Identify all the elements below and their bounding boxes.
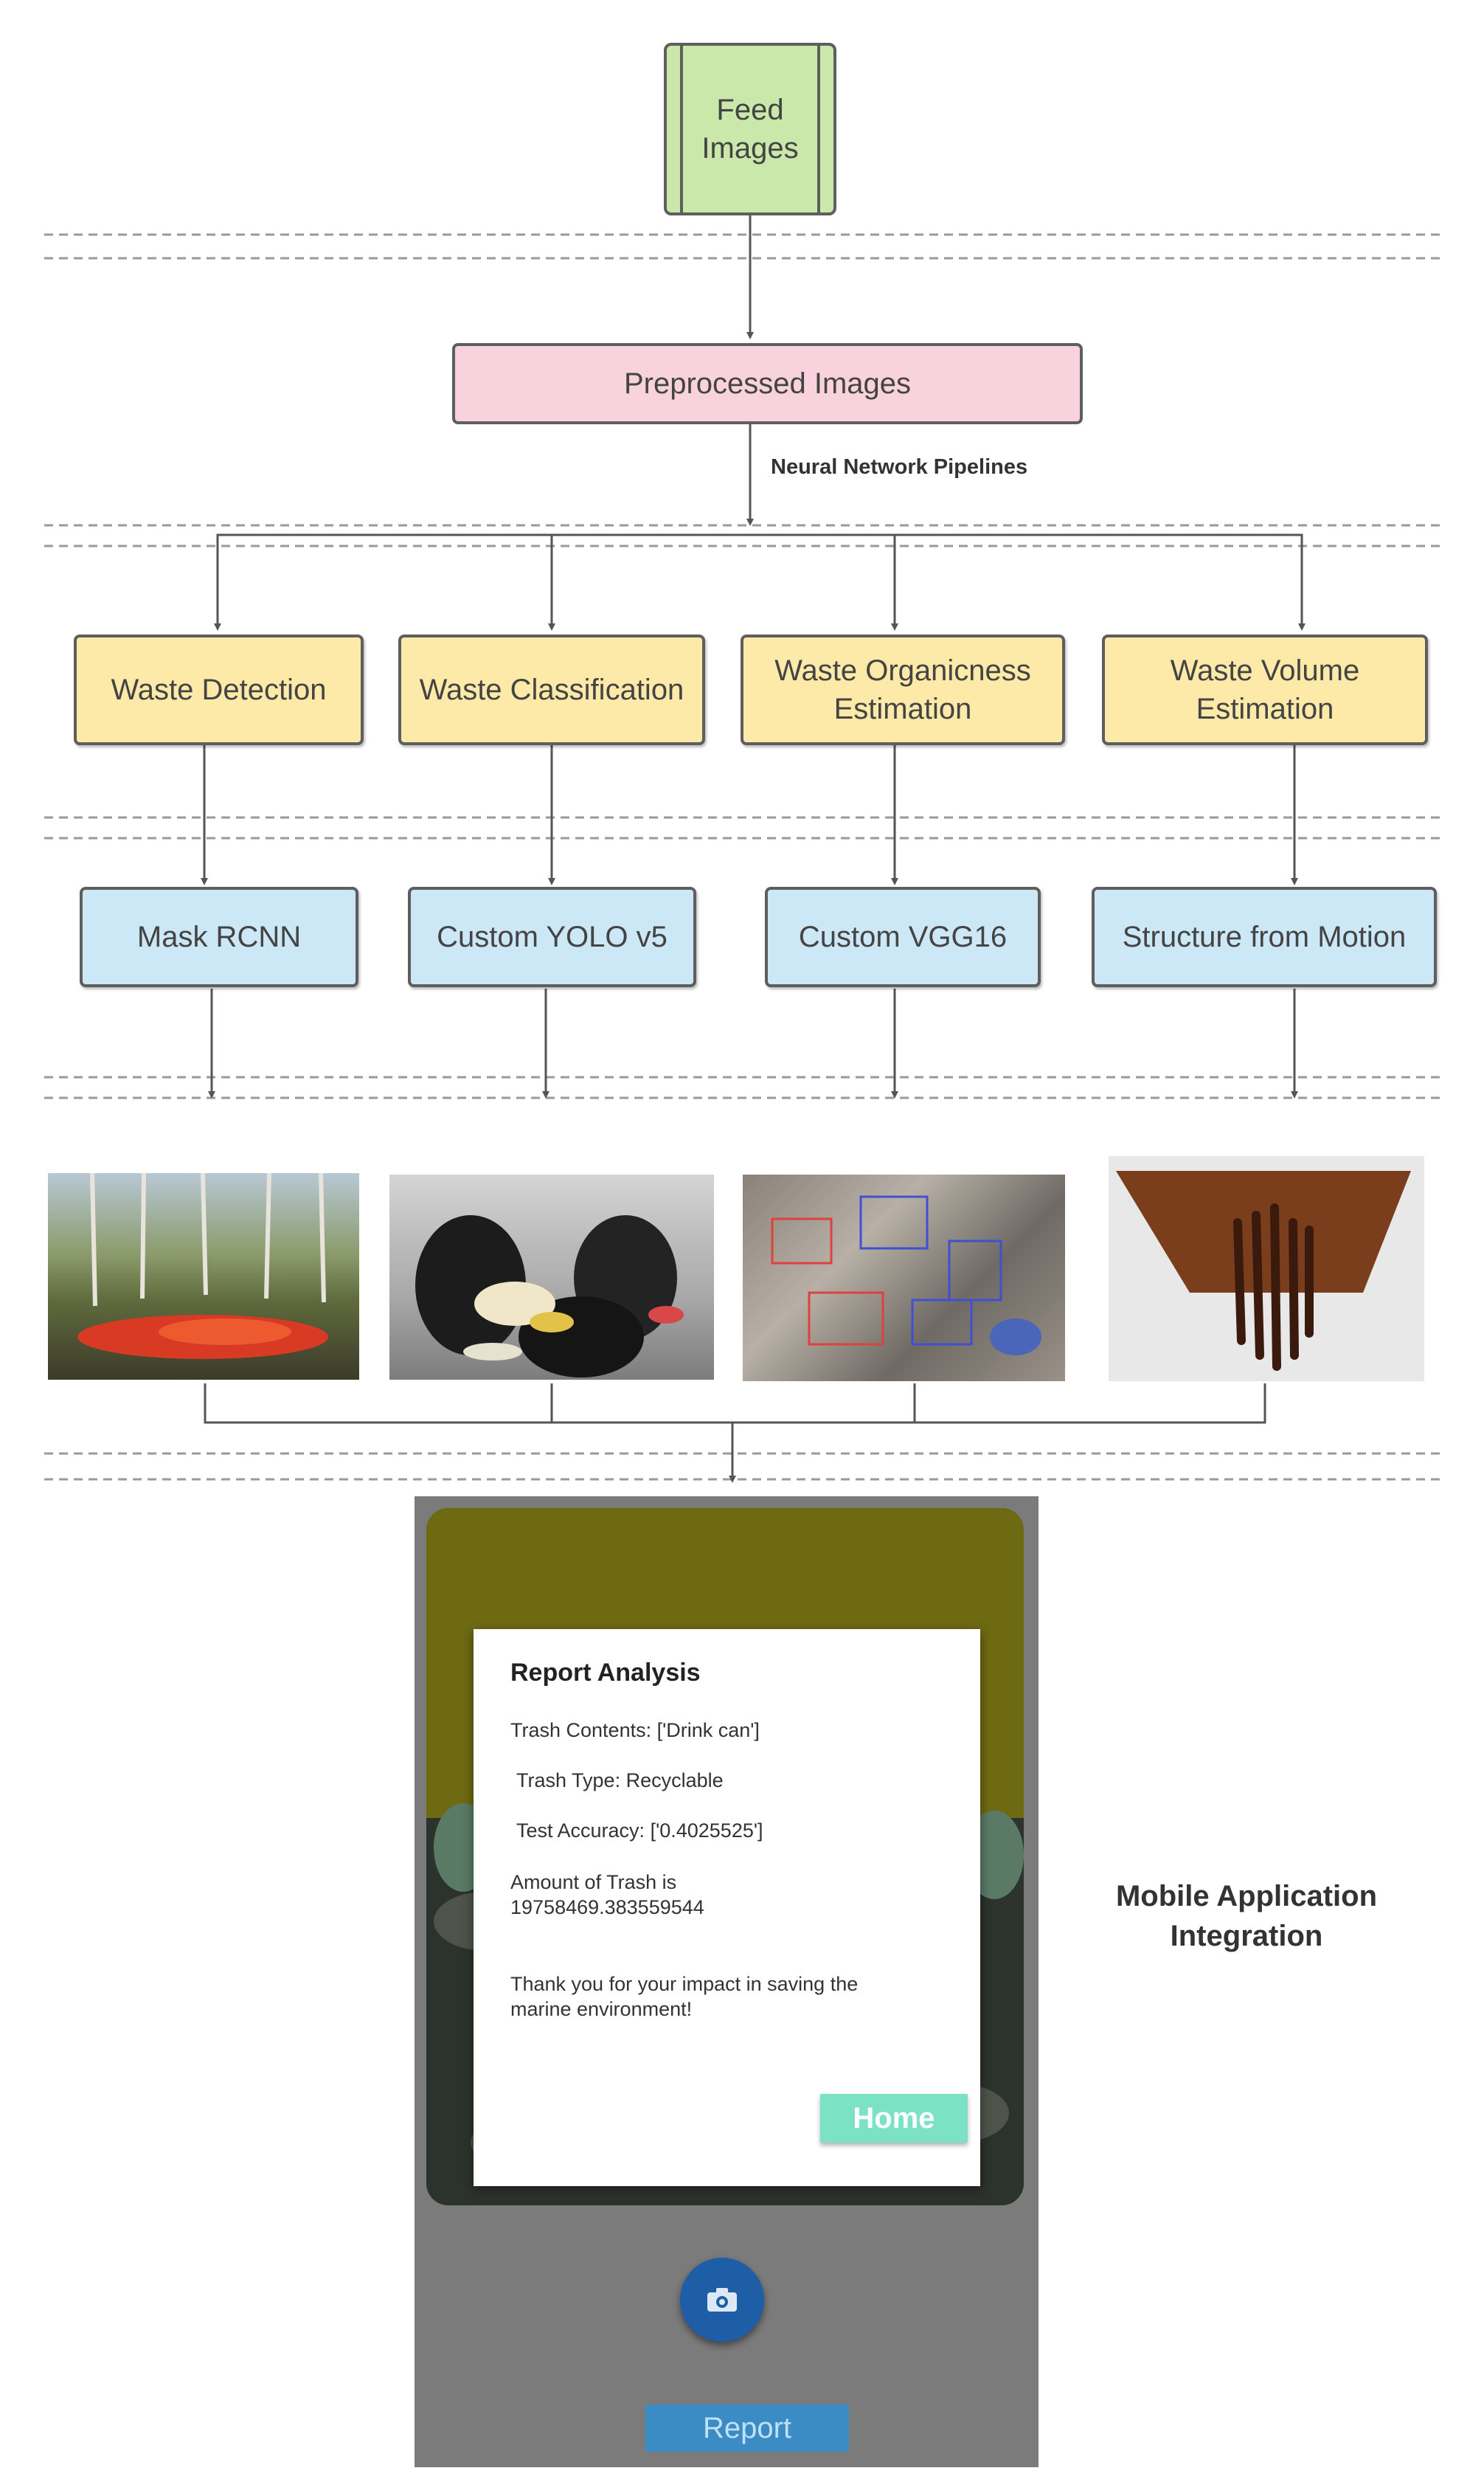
amount-value-text: 19758469.383559544 bbox=[510, 1896, 704, 1918]
output-image-volume bbox=[1109, 1156, 1424, 1381]
model-label: Custom VGG16 bbox=[798, 921, 1008, 953]
forest-scene bbox=[77, 1173, 328, 1359]
dialog-title: Report Analysis bbox=[510, 1659, 701, 1687]
preprocessed-images-node: Preprocessed Images bbox=[452, 343, 1083, 424]
model-label: Custom YOLO v5 bbox=[437, 921, 668, 953]
output-image-classification bbox=[389, 1175, 714, 1380]
node-rail-right bbox=[817, 46, 820, 212]
trash-type-text: Trash Type: Recyclable bbox=[516, 1769, 724, 1791]
trash-contents-text: Trash Contents: ['Drink can'] bbox=[510, 1719, 760, 1741]
task-waste-classification: Waste Classification bbox=[398, 635, 705, 745]
task-label: Waste Detection bbox=[111, 674, 327, 706]
model-custom-yolo: Custom YOLO v5 bbox=[408, 887, 696, 987]
mobile-app-screen: Report Analysis Trash Contents: ['Drink … bbox=[415, 1496, 1039, 2467]
thanks-text-line1: Thank you for your impact in saving the bbox=[510, 1973, 859, 1995]
dashed-separators bbox=[44, 233, 1446, 1481]
waste-pile-scene bbox=[771, 1195, 1041, 1355]
camera-icon bbox=[707, 2288, 737, 2312]
task-waste-detection: Waste Detection bbox=[74, 635, 364, 745]
test-accuracy-text: Test Accuracy: ['0.4025525'] bbox=[516, 1819, 763, 1842]
feed-images-label: Feed Images bbox=[701, 94, 799, 165]
task-label: Waste Organicness Estimation bbox=[774, 654, 1031, 725]
thanks-text-line2: marine environment! bbox=[510, 1998, 693, 2020]
model-label: Mask RCNN bbox=[136, 921, 302, 953]
home-button[interactable]: Home bbox=[820, 2094, 968, 2143]
task-label: Waste Classification bbox=[419, 674, 684, 706]
model-mask-rcnn: Mask RCNN bbox=[80, 887, 358, 987]
task-label: Waste Volume Estimation bbox=[1170, 654, 1360, 725]
mobile-app-label: Mobile Application Integration bbox=[1115, 1880, 1378, 1952]
point-cloud-scene bbox=[1116, 1171, 1411, 1371]
task-waste-volume: Waste Volume Estimation bbox=[1102, 635, 1428, 745]
model-custom-vgg16: Custom VGG16 bbox=[765, 887, 1041, 987]
branch-connector bbox=[216, 533, 1303, 627]
preprocessed-images-label: Preprocessed Images bbox=[623, 367, 912, 400]
camera-button[interactable] bbox=[680, 2258, 764, 2342]
feed-images-node: Feed Images bbox=[664, 43, 836, 215]
report-analysis-dialog: Report Analysis Trash Contents: ['Drink … bbox=[474, 1629, 980, 2186]
output-image-organicness bbox=[743, 1175, 1065, 1381]
report-button[interactable]: Report bbox=[645, 2405, 849, 2452]
task-waste-organicness: Waste Organicness Estimation bbox=[741, 635, 1065, 745]
node-rail-left bbox=[680, 46, 683, 212]
amount-label-text: Amount of Trash is bbox=[510, 1871, 677, 1893]
output-image-detection bbox=[48, 1173, 359, 1380]
model-label: Structure from Motion bbox=[1122, 921, 1407, 953]
merge-connector bbox=[204, 1383, 1266, 1424]
model-structure-from-motion: Structure from Motion bbox=[1092, 887, 1437, 987]
trash-bags-scene bbox=[415, 1215, 684, 1377]
pipeline-label: Neural Network Pipelines bbox=[771, 455, 1028, 479]
